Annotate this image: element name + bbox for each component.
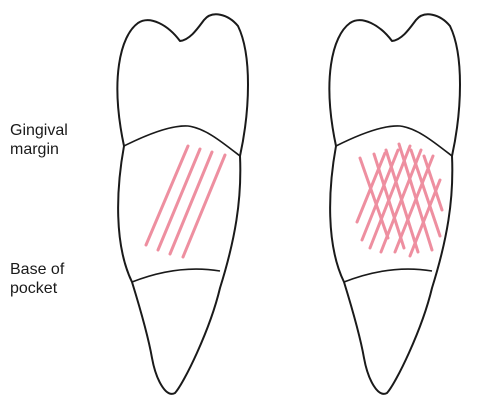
right-tooth xyxy=(329,14,460,394)
left-cej-line xyxy=(124,126,240,156)
left-tooth-outline xyxy=(117,14,248,394)
right-cej-line xyxy=(336,126,452,156)
right-stroke-line xyxy=(360,158,388,238)
left-tooth xyxy=(117,14,248,394)
right-pocket-base-line xyxy=(344,269,432,282)
right-crossed-lines xyxy=(357,144,442,256)
left-pocket-base-line xyxy=(132,269,220,282)
left-parallel-lines xyxy=(146,146,225,257)
gingival-margin-label: Gingival margin xyxy=(10,121,68,159)
base-of-pocket-label: Base of pocket xyxy=(10,260,64,298)
